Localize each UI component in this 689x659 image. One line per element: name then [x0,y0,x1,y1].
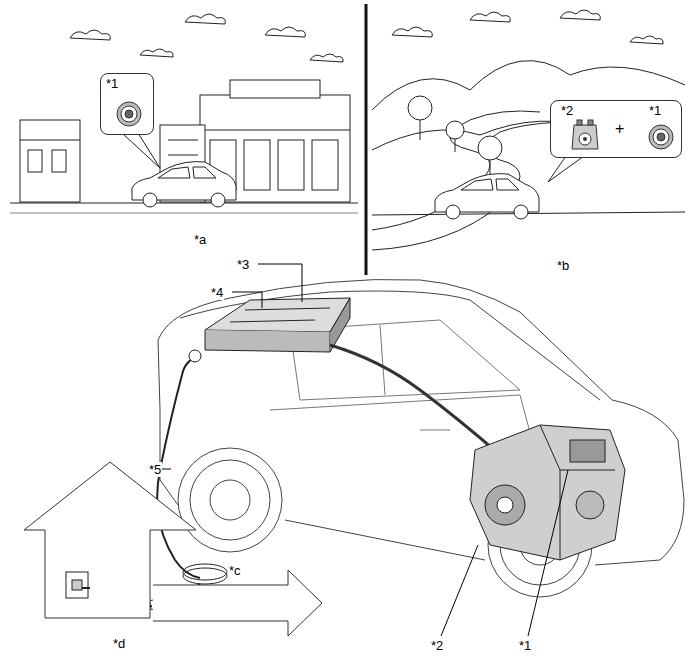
engine-assembly [470,425,625,560]
divider [365,4,368,275]
callout-label: *a [193,232,207,247]
country-scene [372,10,685,250]
battery-pack [205,298,350,352]
motor-icon [647,123,675,151]
wall-outlet [66,572,90,598]
callout-number: *1 [649,103,661,118]
callout-label: *2 [430,638,444,653]
engine-icon [569,119,601,155]
vehicle-outline [158,279,684,597]
leader-lines [160,264,568,636]
callout-label: *4 [210,285,224,300]
callout-label: *b [556,258,570,273]
callout-number: *1 [106,76,118,91]
motor-icon [115,100,143,128]
callout-label: *3 [236,257,250,272]
callout-number: *2 [561,103,573,118]
power-cable [330,345,500,455]
city-scene [10,14,358,213]
callout-number: + [615,121,624,136]
callout-label: *1 [518,638,532,653]
callout-label: *5 [148,462,162,477]
outline-arrow-right [153,570,322,636]
callout-label: *d [112,636,126,651]
callout-label: *c [228,563,242,578]
callout-bubble: *1 [100,73,154,135]
callout-bubble: *2 + *1 [550,100,682,158]
